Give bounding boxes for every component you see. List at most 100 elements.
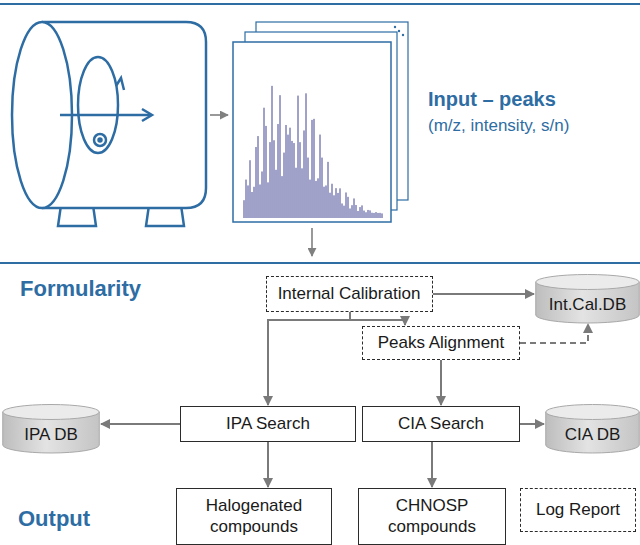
spectrum-peak xyxy=(342,203,343,218)
process-box: CIA Search xyxy=(362,406,520,442)
spectrum-peak xyxy=(356,205,357,218)
node-label: Int.Cal.DB xyxy=(549,295,626,315)
magnet-illustration xyxy=(12,22,206,226)
spectrum-peak xyxy=(328,162,329,218)
spectrum-peak xyxy=(306,93,307,218)
spectrum-peak xyxy=(276,170,277,218)
cylinder-top xyxy=(536,275,640,290)
field-axis xyxy=(60,114,150,117)
spectrum-peak xyxy=(378,213,379,218)
spectrum-peak xyxy=(362,205,363,218)
spectrum-peak xyxy=(340,188,341,218)
spectrum-peak xyxy=(380,213,381,218)
spectrum-peak xyxy=(324,187,325,218)
spectrum-peak xyxy=(296,168,297,218)
section-heading: Output xyxy=(18,506,90,532)
spectrum-peak xyxy=(260,184,261,218)
spectrum-peak xyxy=(368,210,369,218)
spectrum-peak xyxy=(298,96,299,218)
flow-connector xyxy=(520,423,544,425)
spectrum-peak xyxy=(250,160,251,218)
spectrum-peak xyxy=(348,197,349,218)
spectrum-peak xyxy=(304,130,305,218)
spectrum-peak xyxy=(338,193,339,218)
flow-connector xyxy=(440,360,442,405)
spectrum-peak xyxy=(336,188,337,218)
process-box: IPA Search xyxy=(180,406,356,442)
spectrum-peak xyxy=(266,126,267,218)
ion-orbit xyxy=(78,57,118,153)
spectrum-peak xyxy=(326,185,327,218)
spectrum-peak xyxy=(268,182,269,218)
database-cylinder: Int.Cal.DB xyxy=(535,274,640,323)
spectrum-peak xyxy=(284,153,285,218)
spectrum-peak xyxy=(316,181,317,218)
flow-connector xyxy=(267,442,269,487)
flow-connector xyxy=(350,312,405,325)
spectrum-peak xyxy=(300,142,301,218)
spectrum-peak xyxy=(262,171,263,218)
output-box: Log Report xyxy=(520,488,636,532)
flow-arrow xyxy=(210,114,228,116)
spectrum-peak xyxy=(278,124,279,218)
process-box: Internal Calibration xyxy=(266,276,433,312)
flow-connector xyxy=(431,442,433,487)
spectrum-peak xyxy=(376,212,377,218)
flow-connector xyxy=(433,293,535,295)
spectrum-peak xyxy=(314,119,315,218)
database-cylinder: CIA DB xyxy=(545,404,640,453)
section-rule xyxy=(0,262,640,264)
node-label: Internal Calibration xyxy=(278,284,421,304)
node-label: Peaks Alignment xyxy=(378,333,505,353)
spectrum-peak xyxy=(246,180,247,218)
spectrum-peak xyxy=(248,185,249,218)
flow-connector xyxy=(268,312,350,405)
spectrum-peak xyxy=(282,176,283,218)
spectrum-peak xyxy=(366,212,367,218)
spectrum-peak xyxy=(254,187,255,218)
node-label: CHNOSP compounds xyxy=(370,496,494,537)
spectrum-peak xyxy=(272,86,273,218)
input-fields: (m/z, intensity, s/n) xyxy=(428,116,569,136)
spectrum-peak xyxy=(370,210,371,218)
field-symbol xyxy=(94,134,106,146)
spectrum-peak xyxy=(308,158,309,218)
spectrum-peak xyxy=(334,195,335,218)
spectrum-peak xyxy=(264,108,265,218)
spectrum-peak xyxy=(354,198,355,218)
spectrum-pages xyxy=(233,22,408,222)
spectrum-peak xyxy=(244,200,245,218)
node-label: IPA Search xyxy=(226,414,310,434)
more-dot xyxy=(398,30,400,32)
node-label: Halogenated compounds xyxy=(188,496,320,537)
spectrum-peak xyxy=(382,213,383,218)
output-box: CHNOSP compounds xyxy=(358,488,506,545)
section-heading: Formularity xyxy=(20,276,141,302)
spectrum-peak xyxy=(330,193,331,218)
spectrum-page xyxy=(233,42,391,222)
node-label: CIA DB xyxy=(565,425,621,445)
spectrum-peak xyxy=(360,207,361,218)
node-label: IPA DB xyxy=(24,425,78,445)
spectrum-peak xyxy=(292,141,293,218)
cylinder-top xyxy=(3,405,100,420)
spectrum-peak xyxy=(364,211,365,218)
orbit-arrow xyxy=(116,78,124,90)
spectrum-peak xyxy=(288,135,289,218)
input-heading: Input – peaks xyxy=(428,88,556,111)
database-cylinder: IPA DB xyxy=(2,404,100,453)
spectrum-peaks xyxy=(244,86,382,218)
more-dot xyxy=(394,26,396,28)
magnet-body xyxy=(42,22,206,208)
spectrum-peak xyxy=(332,184,333,218)
field-arrow xyxy=(142,109,152,121)
spectrum-peak xyxy=(372,213,373,218)
spectrum-peak xyxy=(344,206,345,218)
spectrum-peak xyxy=(358,211,359,218)
node-label: CIA Search xyxy=(398,414,484,434)
process-box: Peaks Alignment xyxy=(362,326,520,360)
spectrum-peak xyxy=(312,120,313,218)
flow-connector xyxy=(101,423,180,425)
